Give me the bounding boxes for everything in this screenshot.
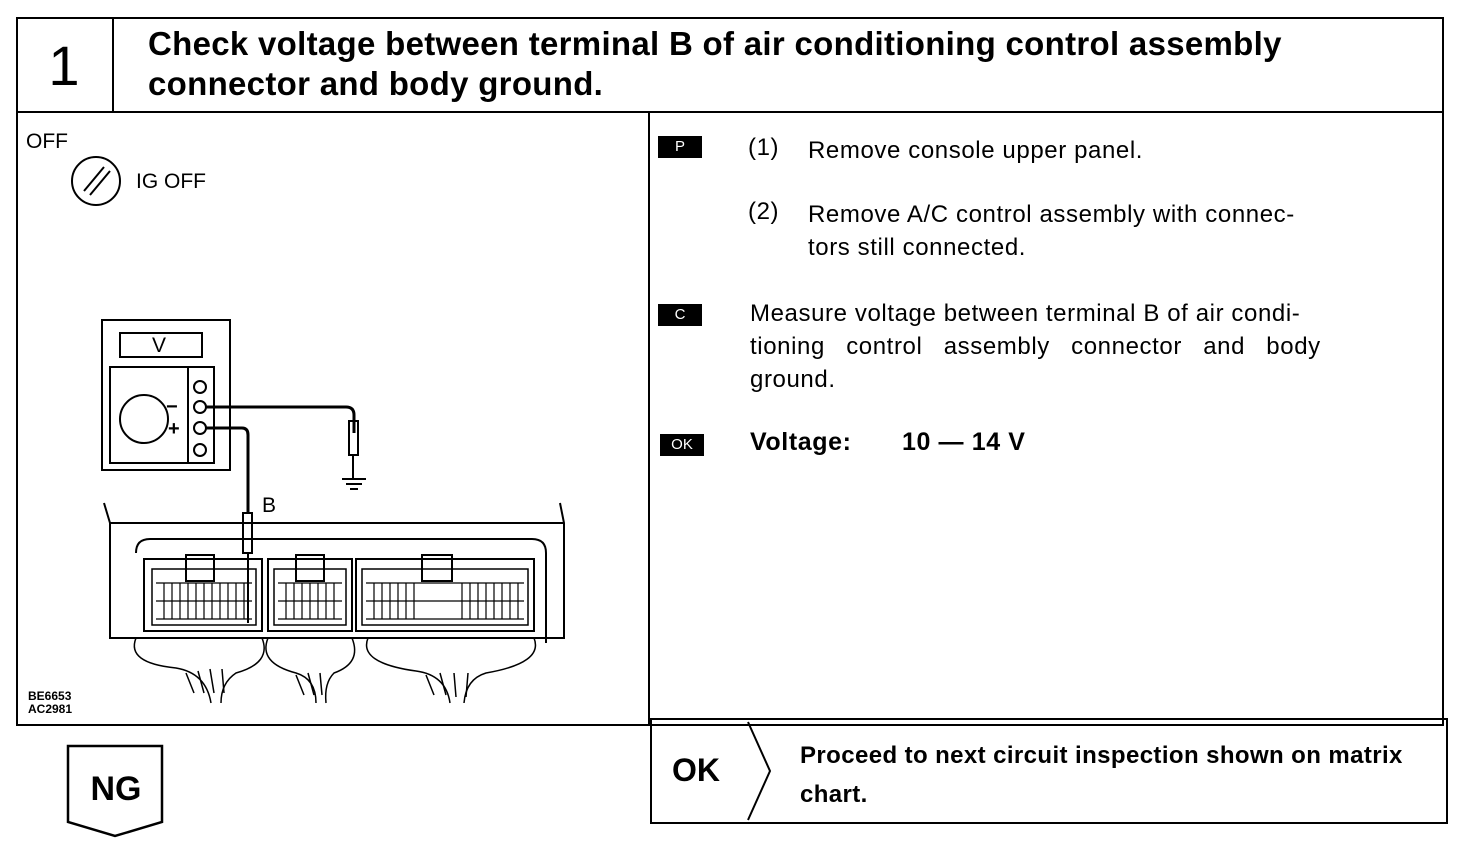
ng-label: NG [90,770,142,808]
step-body [16,111,1444,726]
voltage-label: Voltage: [750,428,852,456]
ig-off-label: IG OFF [136,170,206,193]
ng-arrow-box [66,744,164,838]
item2-text: Remove A/C control assembly with connec-… [808,198,1418,264]
item2-number: (2) [748,198,780,225]
check-tag: C [658,304,702,326]
ok-arrow-divider [747,721,772,821]
ignition-key-icon [71,156,121,206]
ok-result-box [650,718,1448,824]
step-number: 1 [16,17,114,113]
switch-label: OFF [26,130,68,153]
item2-text-line1: Remove A/C control assembly with connec- [808,201,1295,228]
check-text: Measure voltage between terminal B of ai… [750,297,1418,396]
ok-result-text: Proceed to next circuit inspection shown… [800,742,1403,808]
voltmeter-display: V [152,334,167,357]
step-header [16,17,1444,113]
figure-code-line2: AC2981 [28,702,73,716]
item2-text-line2: tors still connected. [808,234,1027,261]
check-text-line3: ground. [750,366,836,393]
ok-tag: OK [660,434,704,456]
figure-code-line1: BE6653 [28,689,72,703]
ok-label: OK [672,752,720,788]
column-divider [648,111,650,726]
ground-symbol [342,478,366,490]
step-title: Check voltage between terminal B of air … [148,25,1282,102]
control-assembly-connector [103,502,565,704]
voltage-value: 10 — 14 V [902,428,1026,456]
item1-number: (1) [748,134,780,161]
check-text-line2: tioning control assembly connector and b… [750,333,1321,360]
item1-text: Remove console upper panel. [808,137,1144,164]
minus-terminal-label: − [166,396,178,418]
plus-terminal-label: + [168,418,180,440]
terminal-b-label: B [262,494,277,517]
prep-tag: P [658,136,702,158]
check-text-line1: Measure voltage between terminal B of ai… [750,300,1301,327]
wiring-figure [71,156,565,704]
figure-code: BE6653 AC2981 [28,690,72,716]
